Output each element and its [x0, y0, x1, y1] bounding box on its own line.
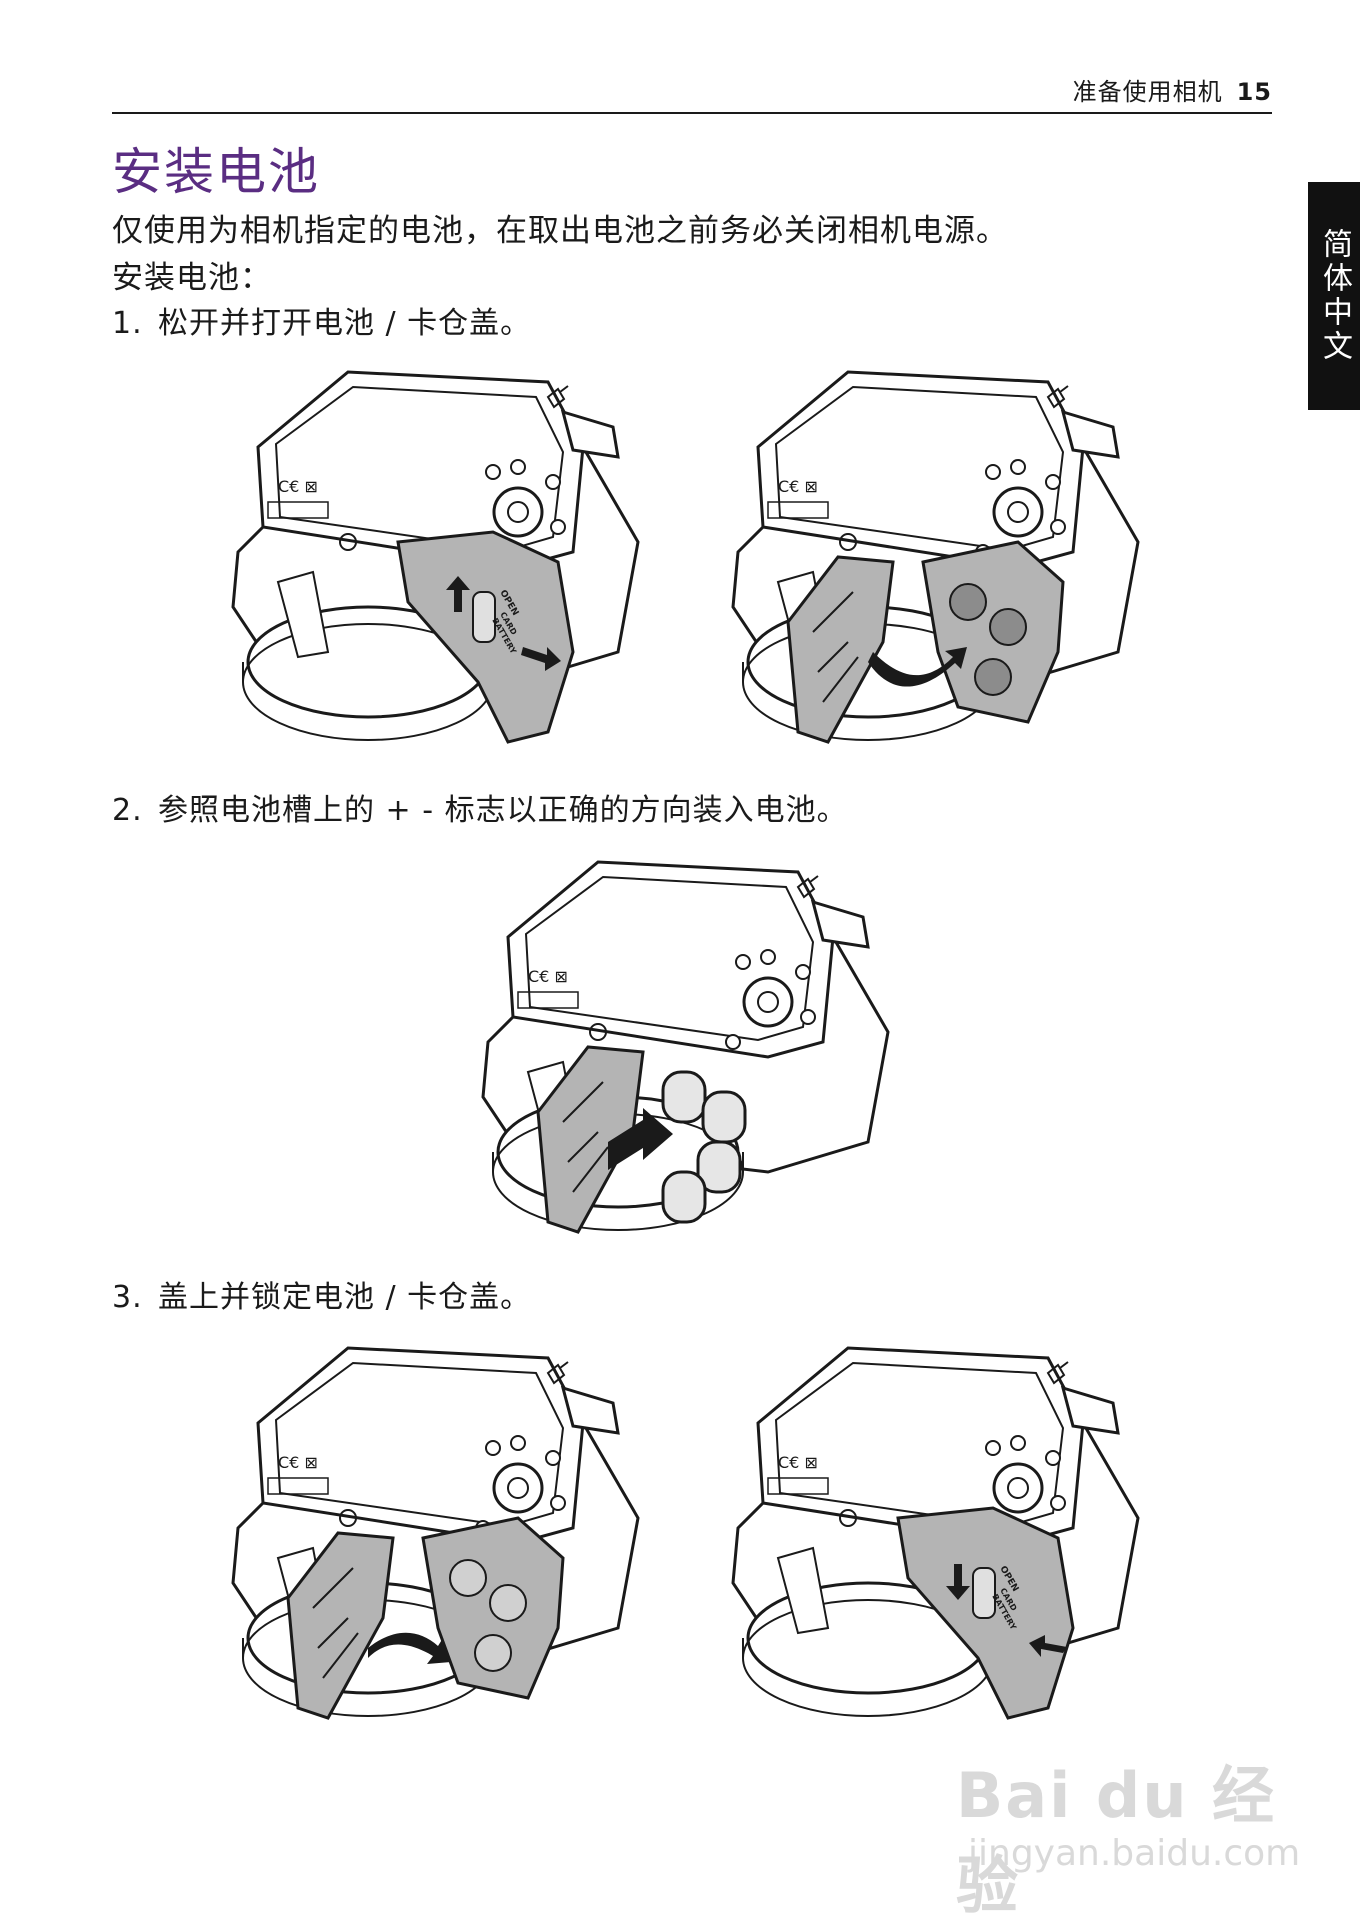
- figure-step3-lock-cover: OPEN CARD BATTERY: [718, 1328, 1158, 1728]
- header-rule: [112, 112, 1272, 114]
- figure-step2-insert-batteries: [468, 842, 908, 1242]
- section-name: 准备使用相机: [1072, 78, 1223, 106]
- step-2: 2. 参照电池槽上的 + - 标志以正确的方向装入电池。: [112, 785, 848, 829]
- intro-text: 仅使用为相机指定的电池，在取出电池之前务必关闭相机电源。: [112, 213, 1008, 249]
- language-tab: 简体中文: [1308, 182, 1360, 410]
- step-3: 3. 盖上并锁定电池 / 卡仓盖。: [112, 1272, 531, 1316]
- step-text: 参照电池槽上的 + - 标志以正确的方向装入电池。: [158, 793, 848, 828]
- step-number: 2.: [112, 793, 143, 828]
- page-number: 15: [1236, 78, 1272, 106]
- figure-step1-release-cover: OPEN CARD BATTERY: [218, 352, 658, 752]
- step-1: 1. 松开并打开电池 / 卡仓盖。: [112, 298, 531, 342]
- step-text: 松开并打开电池 / 卡仓盖。: [158, 306, 532, 341]
- running-head: 准备使用相机 15: [1073, 72, 1272, 107]
- figure-step1-open-cover: [718, 352, 1158, 752]
- step-number: 3.: [112, 1280, 143, 1315]
- watermark-brand: Bai du 经验: [956, 1759, 1277, 1922]
- procedure-heading: 安装电池：: [112, 260, 272, 296]
- watermark-url: jingyan.baidu.com: [968, 1833, 1301, 1874]
- step-text: 盖上并锁定电池 / 卡仓盖。: [158, 1280, 532, 1315]
- baidu-watermark: Bai du 经验 jingyan.baidu.com: [956, 1745, 1300, 1922]
- step-number: 1.: [112, 306, 143, 341]
- page-title: 安装电池: [112, 143, 320, 201]
- figure-step3-close-cover: [218, 1328, 658, 1728]
